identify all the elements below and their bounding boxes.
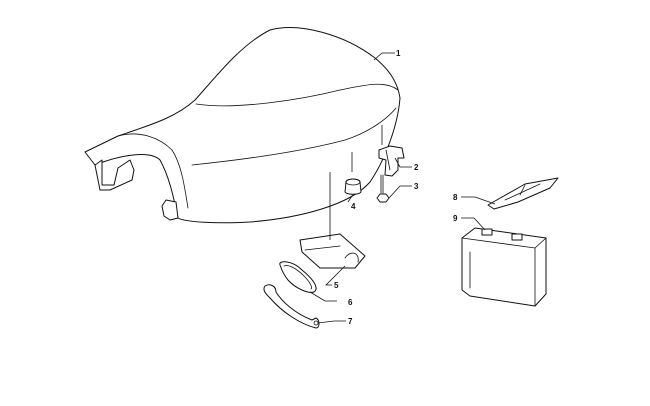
battery-strap-part[interactable]: [487, 177, 559, 210]
nut-part[interactable]: [376, 193, 390, 203]
callout-8: 8: [453, 193, 458, 202]
callout-4: 4: [351, 202, 356, 211]
callout-3: 3: [414, 182, 419, 191]
callout-2: 2: [414, 163, 419, 172]
bumper-part[interactable]: [344, 178, 362, 195]
latch-bracket-part[interactable]: [378, 145, 405, 194]
leader-lines: [309, 52, 496, 324]
strap-loop-part[interactable]: [279, 261, 317, 293]
tool-tray-part[interactable]: [299, 233, 366, 269]
callout-5: 5: [334, 281, 339, 290]
seat-part[interactable]: [84, 27, 401, 224]
callout-9: 9: [453, 214, 458, 223]
callout-7: 7: [348, 317, 353, 326]
callout-6: 6: [348, 298, 353, 307]
battery-part[interactable]: [461, 227, 547, 307]
callout-labels: 1 2 3 4 5 6 7 8 9: [334, 49, 458, 326]
callout-1: 1: [396, 49, 401, 58]
